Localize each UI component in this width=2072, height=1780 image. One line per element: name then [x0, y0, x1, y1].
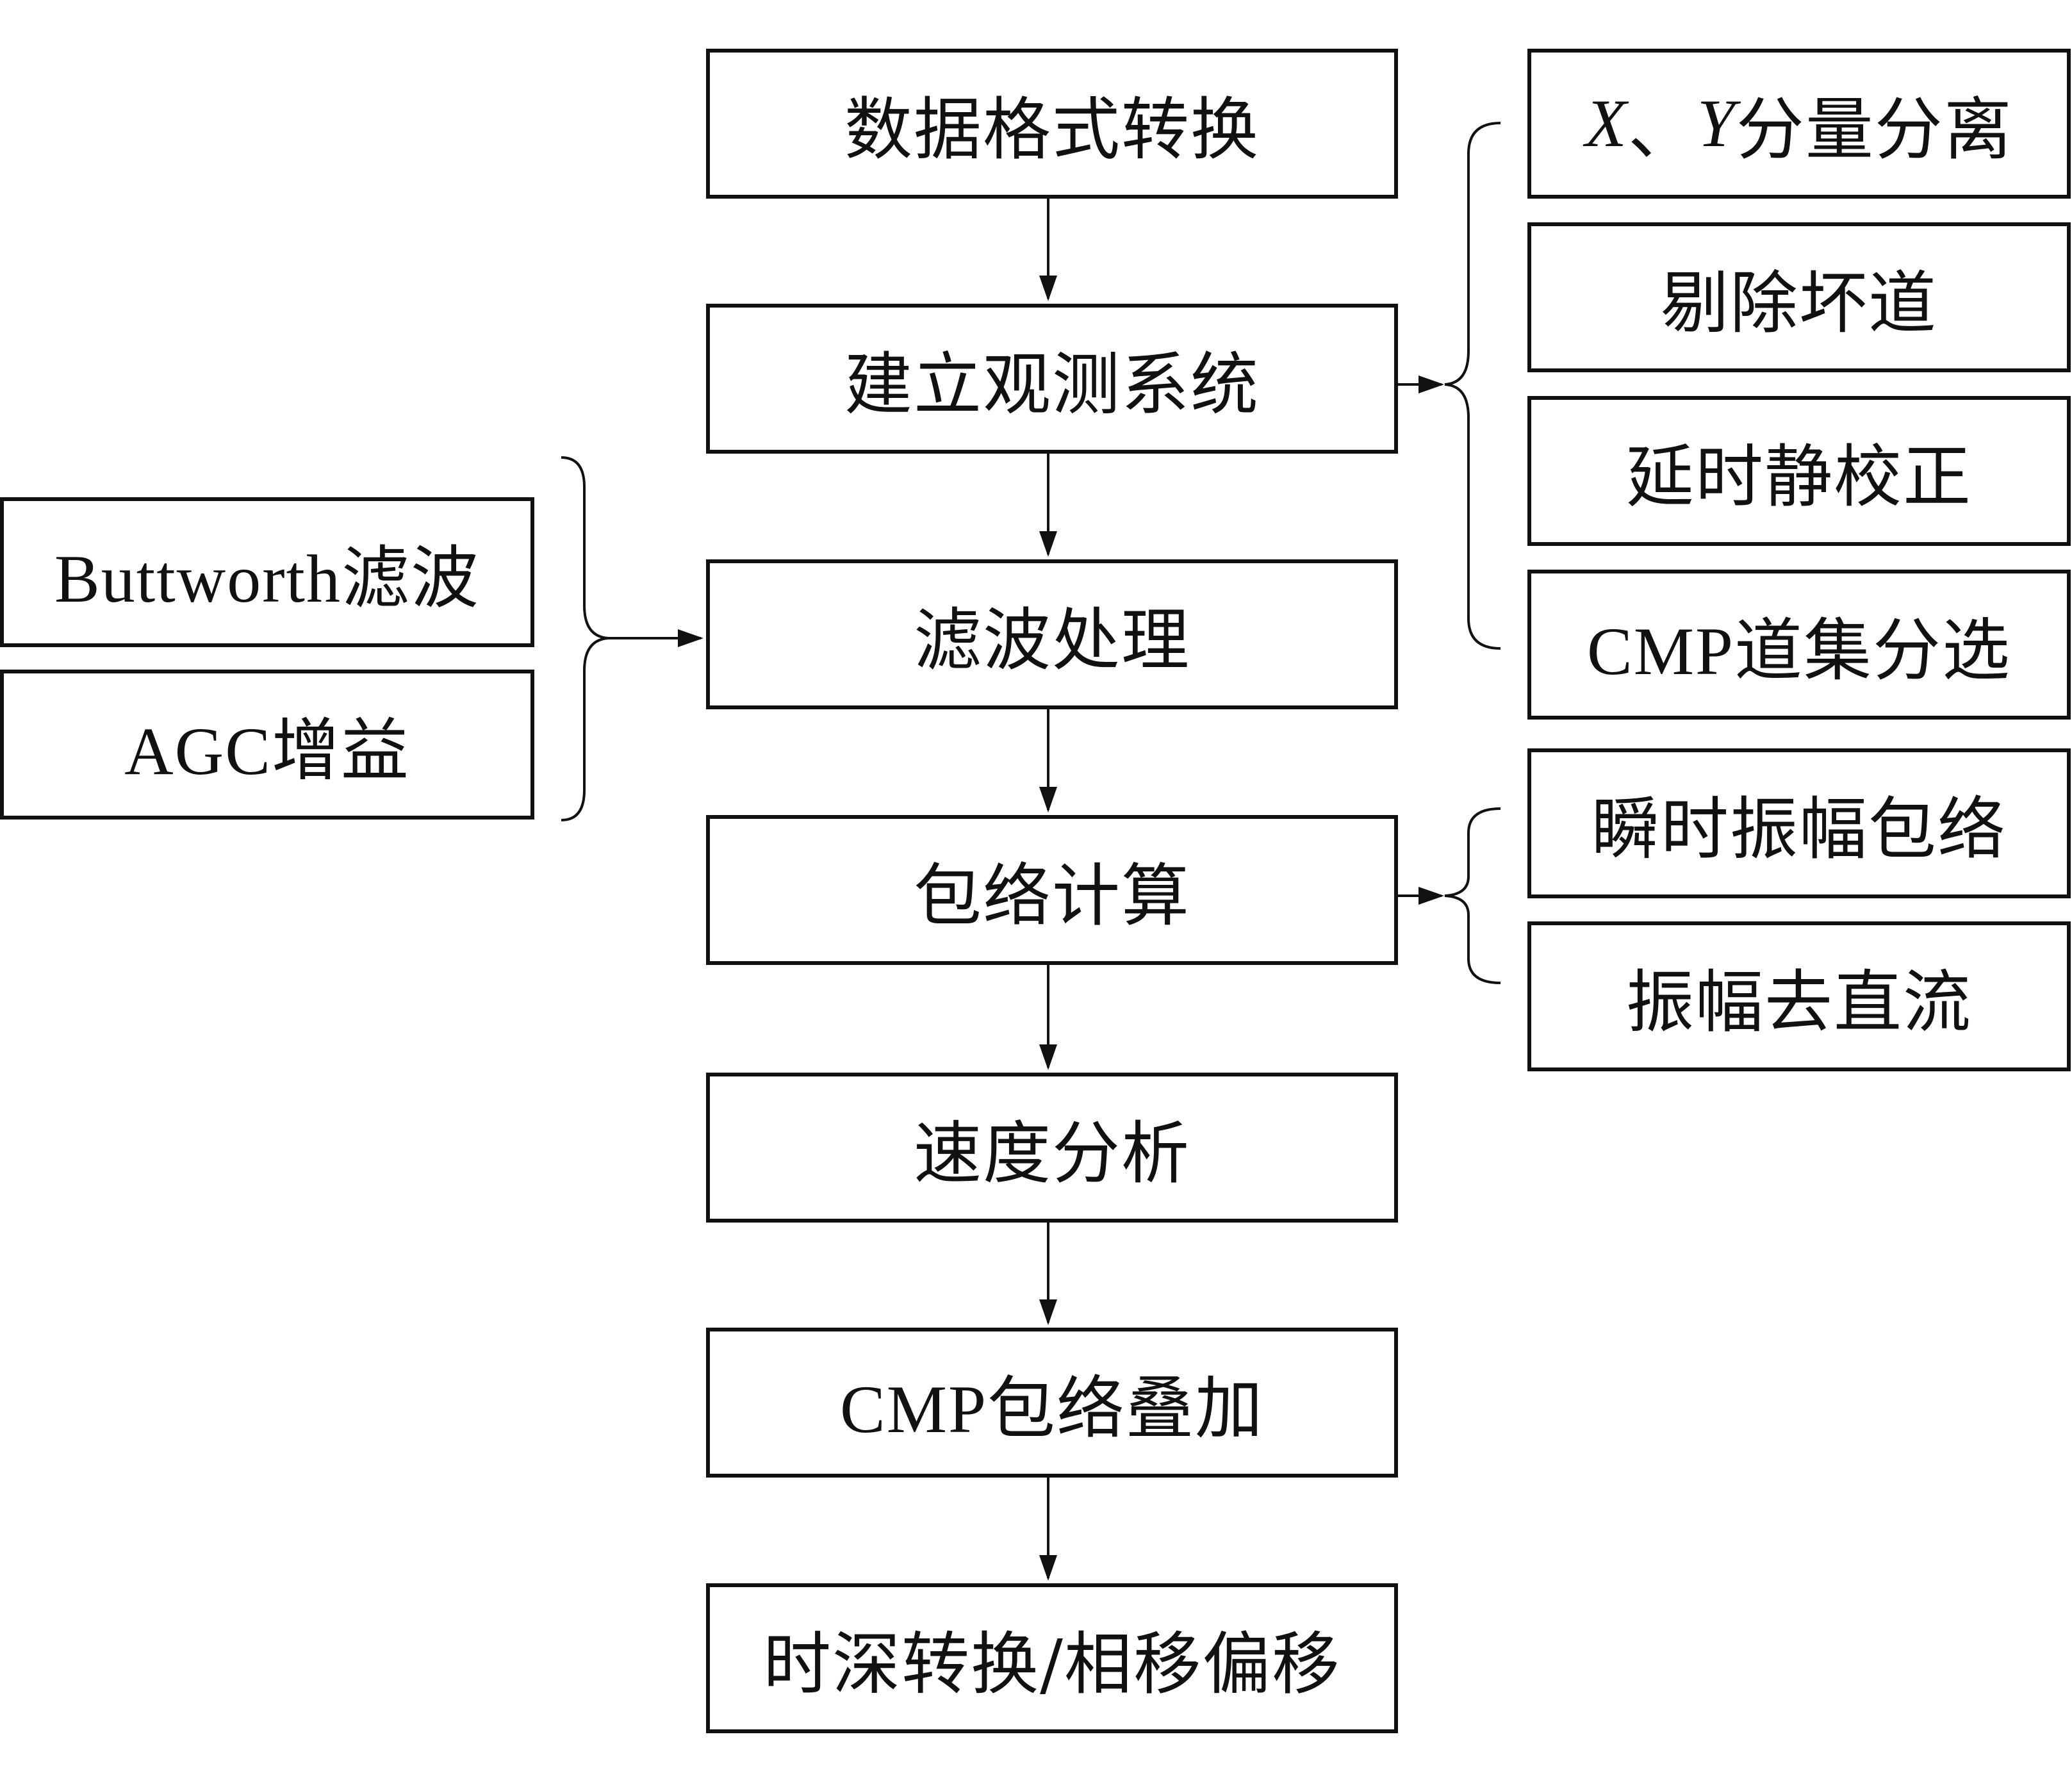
substep-label: Buttworth滤波	[54, 541, 480, 616]
step-label: 时深转换/相移偏移	[763, 1625, 1341, 1704]
step-filtering: 滤波处理	[706, 559, 1398, 709]
substep-label: AGC增益	[124, 714, 410, 789]
step-label: 速度分析	[914, 1114, 1190, 1193]
step-label: 滤波处理	[914, 601, 1190, 680]
variable-x: X	[1585, 86, 1628, 161]
substep-butterworth-filter: Buttworth滤波	[0, 497, 534, 647]
brace-observation-system	[1444, 122, 1501, 650]
step-label: 包络计算	[914, 857, 1190, 935]
step-data-format-conversion: 数据格式转换	[706, 49, 1398, 199]
substep-delay-static-correction: 延时静校正	[1527, 396, 2071, 546]
brace-filtering	[561, 456, 609, 821]
step-label: CMP包络叠加	[840, 1372, 1264, 1447]
substep-label: 瞬时振幅包络	[1591, 790, 2007, 869]
step-cmp-envelope-stack: CMP包络叠加	[706, 1328, 1398, 1478]
substep-label: 分量分离	[1736, 90, 2013, 169]
substep-label: CMP道集分选	[1587, 614, 2011, 689]
brace-envelope	[1444, 807, 1501, 984]
substep-cmp-gather-sorting: CMP道集分选	[1527, 570, 2071, 720]
step-velocity-analysis: 速度分析	[706, 1073, 1398, 1223]
step-label: 建立观测系统	[844, 345, 1260, 424]
substep-label: 振幅去直流	[1626, 963, 1972, 1042]
step-time-depth-conversion: 时深转换/相移偏移	[706, 1583, 1398, 1733]
step-envelope-computation: 包络计算	[706, 815, 1398, 965]
substep-amplitude-dc-removal: 振幅去直流	[1527, 921, 2071, 1071]
step-build-observation-system: 建立观测系统	[706, 304, 1398, 454]
substep-remove-bad-traces: 剔除坏道	[1527, 222, 2071, 372]
step-label: 数据格式转换	[844, 90, 1260, 169]
substep-agc-gain: AGC增益	[0, 670, 534, 820]
variable-y: Y	[1697, 86, 1736, 161]
separator-mark: 、	[1627, 90, 1697, 169]
substep-instant-amplitude-envelope: 瞬时振幅包络	[1527, 748, 2071, 898]
substep-label: 延时静校正	[1626, 438, 1972, 516]
substep-label: 剔除坏道	[1661, 264, 1937, 343]
